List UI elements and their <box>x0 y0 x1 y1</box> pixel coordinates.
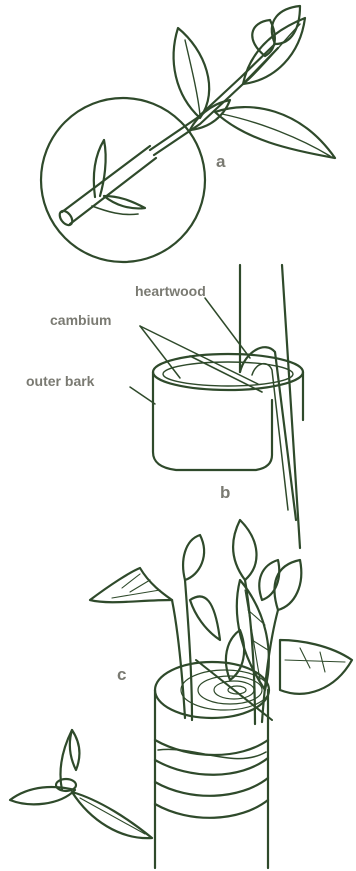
scion-wedge-inner <box>252 364 288 510</box>
pointer-cambium-1 <box>140 326 180 378</box>
leaf-c8 <box>226 630 244 680</box>
label-cambium: cambium <box>50 312 111 328</box>
stump-sides <box>155 690 268 868</box>
graft-slit <box>196 660 272 720</box>
panel-b-drawing <box>130 265 303 548</box>
panel-letter-a: a <box>216 152 225 172</box>
label-outer-bark: outer bark <box>26 373 94 389</box>
wrap-3 <box>155 778 268 796</box>
wrap-2 <box>155 758 268 775</box>
label-heartwood: heartwood <box>135 283 206 299</box>
scion-stem-1 <box>172 600 185 718</box>
scion-right <box>282 265 300 548</box>
leaf-left <box>174 28 210 118</box>
panel-letter-b: b <box>220 483 230 503</box>
scion-loose-leaf-1 <box>10 787 75 804</box>
leaf-c1-veins <box>112 574 160 598</box>
leaf-c1 <box>90 568 172 602</box>
cutting-end <box>57 209 75 228</box>
panel-a-drawing <box>41 6 335 262</box>
stock-body <box>153 372 272 470</box>
leaf-right-lower <box>215 107 335 158</box>
leaf-c7 <box>280 640 352 694</box>
wrap-4 <box>155 800 268 818</box>
wrap-1 <box>155 740 268 755</box>
leaf-c3 <box>190 596 220 640</box>
panel-c-drawing <box>10 520 352 868</box>
bud-leaf <box>104 196 145 208</box>
leaf-c4 <box>233 520 256 580</box>
pointer-heartwood <box>205 298 250 358</box>
stem <box>150 44 275 150</box>
leaf-c2 <box>183 535 204 580</box>
bud-upper <box>94 140 106 197</box>
leaf-top <box>272 6 300 44</box>
magnifier-circle <box>41 98 205 262</box>
pointer-outer-bark <box>130 387 155 404</box>
panel-letter-c: c <box>117 665 126 685</box>
scion-wedge <box>240 347 296 520</box>
scion-loose-tip <box>70 730 80 770</box>
